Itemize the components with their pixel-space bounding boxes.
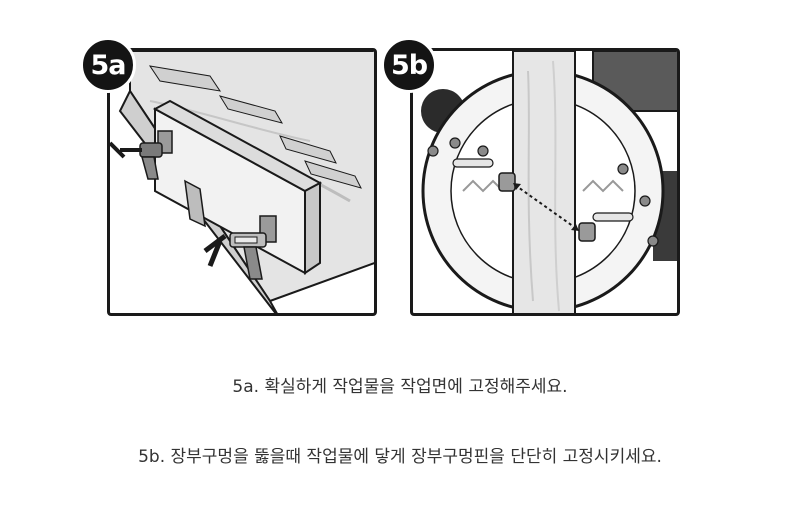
illustration-5a [107,48,377,316]
caption-5a: 5a. 확실하게 작업물을 작업면에 고정해주세요. [232,377,568,397]
step-badge-5b: 5b [381,37,437,93]
caption-5b: 5b. 장부구멍을 뚫을때 작업물에 닿게 장부구멍핀을 단단히 고정시키세요. [138,447,662,467]
clamp-icon [110,51,374,313]
dowel-jig-icon [421,51,677,313]
step-badge-5a: 5a [80,37,136,93]
pin-icon [498,172,596,242]
illustration-5b [410,48,680,316]
